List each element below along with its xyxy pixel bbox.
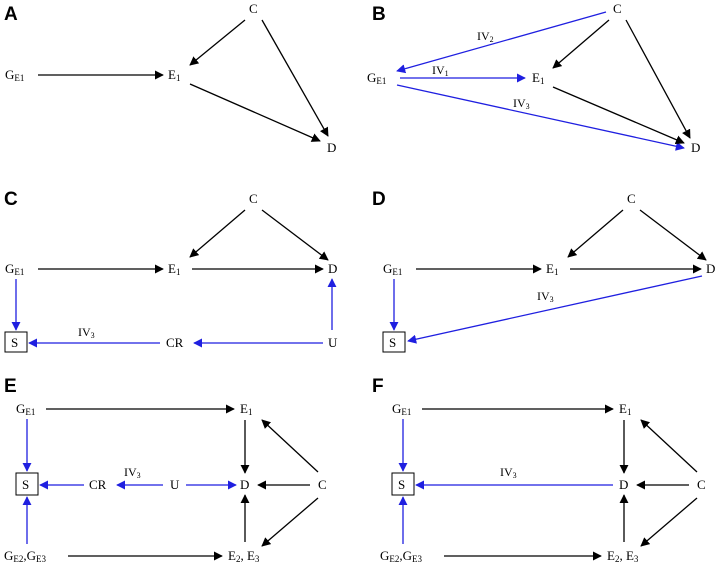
node-e1: E1 — [619, 401, 631, 417]
node-e2-e3: E2, E3 — [228, 548, 260, 564]
selection-box — [4, 331, 28, 353]
iv1-label: IV1 — [432, 63, 449, 78]
node-u: U — [328, 335, 338, 350]
node-c: C — [627, 191, 636, 206]
panel-b-label: B — [372, 4, 386, 25]
node-g-e1: GE1 — [392, 401, 411, 417]
node-e1: E1 — [240, 401, 252, 417]
node-e1: E1 — [546, 261, 558, 277]
edge-e1-to-d — [189, 83, 321, 142]
edge-c-to-e2 — [261, 497, 319, 547]
node-s: S — [22, 477, 29, 492]
edge-c-to-d — [261, 209, 329, 261]
edge-c-to-d — [625, 19, 691, 139]
panel-a-label: A — [4, 4, 18, 25]
node-g-e1: GE1 — [16, 401, 35, 417]
iv3-label: IV3 — [513, 96, 530, 111]
node-g-e2-e3: GE2,GE3 — [380, 548, 423, 564]
edge-iv3-g-to-d — [396, 84, 685, 151]
edge-c-to-d — [261, 19, 329, 137]
edge-e1-to-d — [552, 86, 685, 144]
edge-d-to-s — [407, 275, 703, 344]
panel-e-label: E — [4, 376, 17, 397]
selection-box — [391, 472, 415, 496]
iv3-label: IV3 — [500, 465, 517, 480]
node-d: D — [327, 140, 336, 155]
selection-box — [15, 472, 39, 496]
panel-f: F GE1 E1 S D C GE2,GE3 E2, E3 IV3 — [372, 376, 706, 564]
node-g-e1: GE1 — [383, 261, 402, 277]
node-c: C — [249, 1, 258, 16]
panel-f-label: F — [372, 376, 384, 397]
edge-c-to-e1 — [567, 209, 624, 258]
node-g-e1: GE1 — [5, 261, 24, 277]
edge-c-to-e2 — [640, 497, 698, 547]
panel-c-label: C — [4, 189, 18, 210]
edge-c-to-e1 — [189, 209, 246, 258]
edge-c-to-e1 — [189, 19, 246, 66]
node-c: C — [249, 191, 258, 206]
panel-d-label: D — [372, 189, 386, 210]
node-d: D — [619, 477, 628, 492]
iv3-label: IV3 — [124, 465, 141, 480]
node-d: D — [328, 261, 337, 276]
edge-c-to-d — [639, 209, 707, 261]
selection-box — [382, 331, 406, 353]
node-g-e1: GE1 — [5, 67, 24, 83]
node-e2-e3: E2, E3 — [607, 548, 639, 564]
iv3-label: IV3 — [78, 325, 95, 340]
node-e1: E1 — [168, 67, 180, 83]
node-u: U — [170, 477, 180, 492]
panel-c: C GE1 E1 C D S CR U IV3 — [4, 189, 338, 353]
node-s: S — [11, 335, 18, 350]
node-e1: E1 — [532, 70, 544, 86]
node-d: D — [706, 261, 715, 276]
panel-b: B GE1 E1 C D IV2 IV1 IV3 — [367, 1, 700, 155]
edge-c-to-e1 — [552, 19, 610, 69]
node-g-e2-e3: GE2,GE3 — [4, 548, 47, 564]
node-s: S — [398, 477, 405, 492]
edge-c-to-e1 — [640, 419, 698, 473]
node-e1: E1 — [168, 261, 180, 277]
node-c: C — [613, 1, 622, 16]
panel-a: A GE1 E1 C D — [4, 1, 336, 155]
node-c: C — [318, 477, 327, 492]
iv2-label: IV2 — [477, 29, 494, 44]
node-cr: CR — [166, 335, 184, 350]
node-cr: CR — [89, 477, 107, 492]
panel-e: E GE1 E1 S CR U D C GE2,GE3 E2, E3 IV3 — [4, 376, 327, 564]
edge-iv2-c-to-g — [396, 11, 607, 74]
node-c: C — [697, 477, 706, 492]
node-d: D — [691, 140, 700, 155]
iv3-label: IV3 — [537, 289, 554, 304]
node-d: D — [240, 477, 249, 492]
edge-c-to-e1 — [261, 419, 319, 473]
panel-d: D GE1 E1 C D S IV3 — [372, 189, 715, 353]
node-g-e1: GE1 — [367, 70, 386, 86]
node-s: S — [389, 335, 396, 350]
